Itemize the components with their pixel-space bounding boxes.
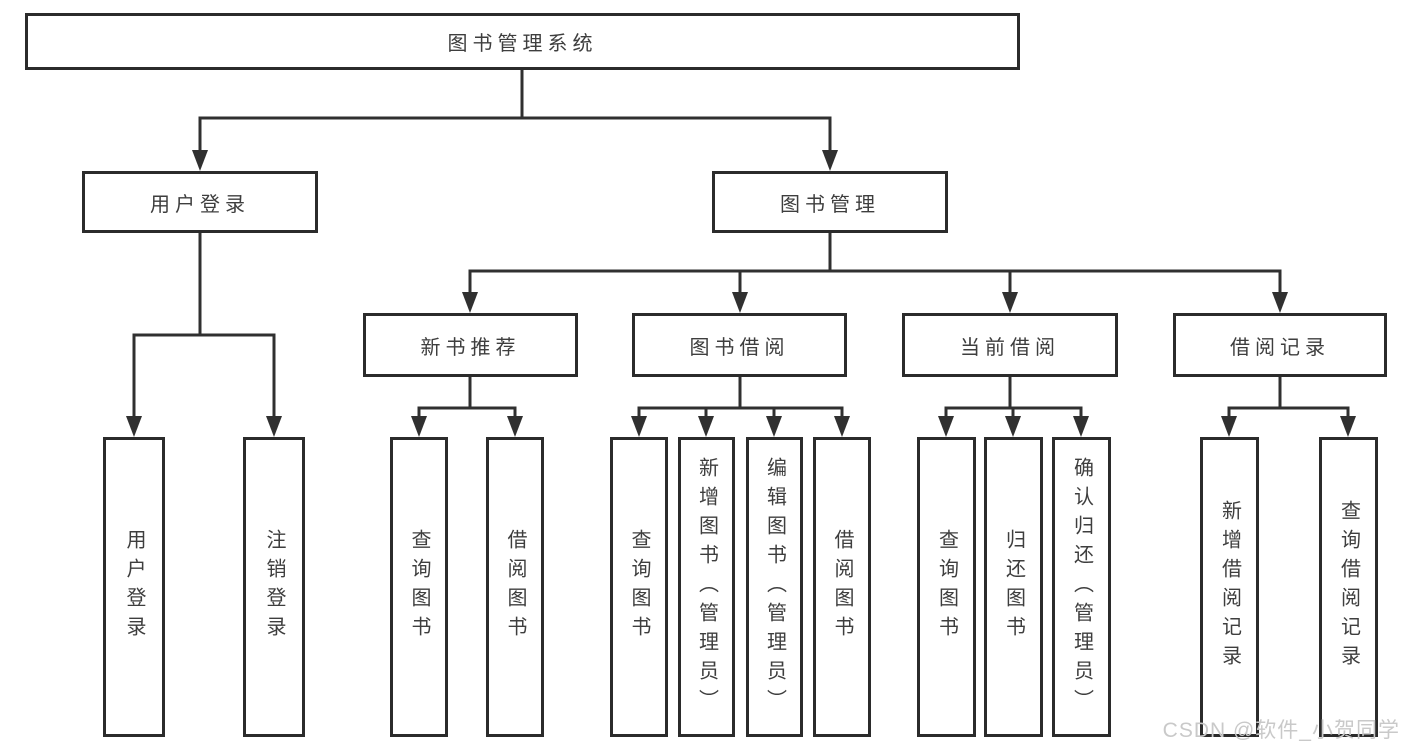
leaf-current-confirm-return-admin: 确认归还（管理员） bbox=[1052, 437, 1111, 737]
leaf-records-add-record-label: 新增借阅记录 bbox=[1218, 500, 1241, 674]
leaf-records-query-record-label: 查询借阅记录 bbox=[1337, 500, 1360, 674]
leaf-borrow-query-book: 查询图书 bbox=[610, 437, 668, 737]
node-borrow-records: 借阅记录 bbox=[1173, 313, 1387, 377]
leaf-borrow-edit-book-admin: 编辑图书（管理员） bbox=[746, 437, 803, 737]
node-root-library-management-system: 图书管理系统 bbox=[25, 13, 1020, 70]
leaf-current-return-book: 归还图书 bbox=[984, 437, 1043, 737]
leaf-logout: 注销登录 bbox=[243, 437, 305, 737]
csdn-watermark: CSDN @软件_小贺同学 bbox=[1162, 719, 1400, 742]
leaf-borrow-borrow-book-label: 借阅图书 bbox=[831, 529, 853, 645]
leaf-current-return-book-label: 归还图书 bbox=[1002, 529, 1025, 645]
leaf-recommend-query-book-label: 查询图书 bbox=[408, 529, 430, 645]
leaf-current-query-book: 查询图书 bbox=[917, 437, 976, 737]
leaf-borrow-borrow-book: 借阅图书 bbox=[813, 437, 871, 737]
leaf-records-add-record: 新增借阅记录 bbox=[1200, 437, 1259, 737]
leaf-user-login: 用户登录 bbox=[103, 437, 165, 737]
leaf-user-login-label: 用户登录 bbox=[123, 529, 145, 645]
leaf-borrow-add-book-admin: 新增图书（管理员） bbox=[678, 437, 735, 737]
node-book-management: 图书管理 bbox=[712, 171, 948, 233]
leaf-records-query-record: 查询借阅记录 bbox=[1319, 437, 1378, 737]
node-current-borrow: 当前借阅 bbox=[902, 313, 1118, 377]
leaf-borrow-edit-book-admin-label: 编辑图书（管理员） bbox=[763, 456, 786, 718]
leaf-borrow-query-book-label: 查询图书 bbox=[628, 529, 650, 645]
leaf-recommend-query-book: 查询图书 bbox=[390, 437, 448, 737]
node-user-login: 用户登录 bbox=[82, 171, 318, 233]
node-book-borrow: 图书借阅 bbox=[632, 313, 847, 377]
leaf-current-query-book-label: 查询图书 bbox=[935, 529, 958, 645]
leaf-current-confirm-return-admin-label: 确认归还（管理员） bbox=[1070, 456, 1093, 718]
leaf-recommend-borrow-book-label: 借阅图书 bbox=[504, 529, 526, 645]
leaf-borrow-add-book-admin-label: 新增图书（管理员） bbox=[695, 456, 718, 718]
leaf-recommend-borrow-book: 借阅图书 bbox=[486, 437, 544, 737]
node-new-book-recommend: 新书推荐 bbox=[363, 313, 578, 377]
leaf-logout-label: 注销登录 bbox=[263, 529, 285, 645]
